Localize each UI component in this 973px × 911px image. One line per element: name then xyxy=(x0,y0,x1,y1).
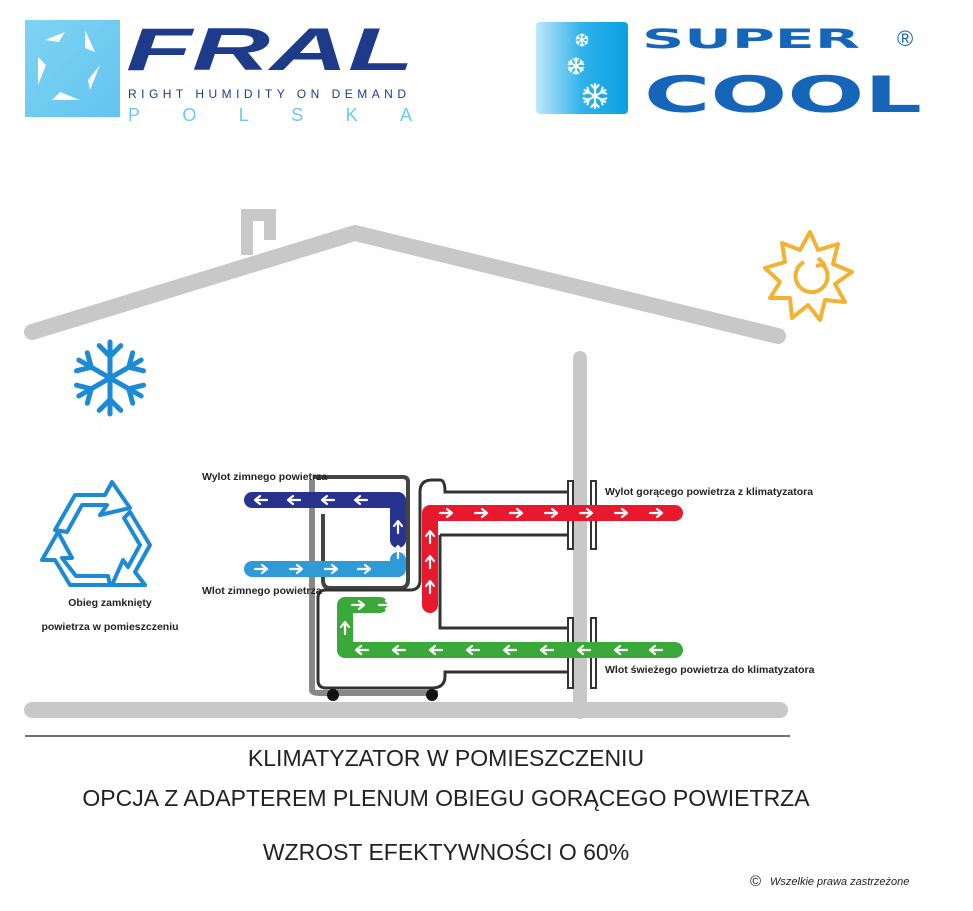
fresh-air-inlet-label: Wlot świeżego powietrza do klimatyzatora xyxy=(605,664,815,676)
caption-efficiency: WZROST EFEKTYWNOŚCI O 60% xyxy=(263,838,629,865)
wheel xyxy=(426,689,438,701)
wheel xyxy=(327,689,339,701)
closed-loop-label-1: Obieg zamknięty xyxy=(68,597,152,609)
sun-icon xyxy=(763,230,854,322)
house xyxy=(24,209,788,719)
ac-unit xyxy=(309,475,570,696)
chimney xyxy=(241,209,276,255)
fral-name: FRAL xyxy=(126,16,414,83)
fral-tagline: RIGHT HUMIDITY ON DEMAND xyxy=(128,87,406,101)
supercool-line1: SUPER xyxy=(642,24,860,55)
registered-mark: ® xyxy=(897,26,913,51)
hot-air-outlet-stream xyxy=(422,505,683,613)
cold-air-inlet-label: Wlot zimnego powietrza xyxy=(202,585,322,597)
caption-title: KLIMATYZATOR W POMIESZCZENIU xyxy=(248,745,644,771)
closed-loop-label-2: powietrza w pomieszczeniu xyxy=(41,621,178,633)
copyright-text: Wszelkie prawa zastrzeżone xyxy=(770,876,909,888)
cold-air-outlet-label: Wylot zimnego powietrza xyxy=(202,471,327,483)
recycle-loop-icon xyxy=(40,480,152,587)
snowflake-icon xyxy=(77,342,144,414)
cold-air-inlet-stream xyxy=(244,552,406,577)
fral-country: POLSKA xyxy=(128,105,412,125)
roof xyxy=(24,224,786,344)
supercool-logo: SUPER COOL ® xyxy=(536,22,922,124)
copyright-icon: © xyxy=(750,873,761,890)
fral-logo: FRAL RIGHT HUMIDITY ON DEMAND POLSKA xyxy=(25,16,414,125)
supercool-line2: COOL xyxy=(644,66,922,124)
caption-subtitle: OPCJA Z ADAPTEREM PLENUM OBIEGU GORĄCEGO… xyxy=(82,785,810,811)
hot-air-outlet-label: Wylot gorącego powietrza z klimatyzatora xyxy=(605,486,813,498)
